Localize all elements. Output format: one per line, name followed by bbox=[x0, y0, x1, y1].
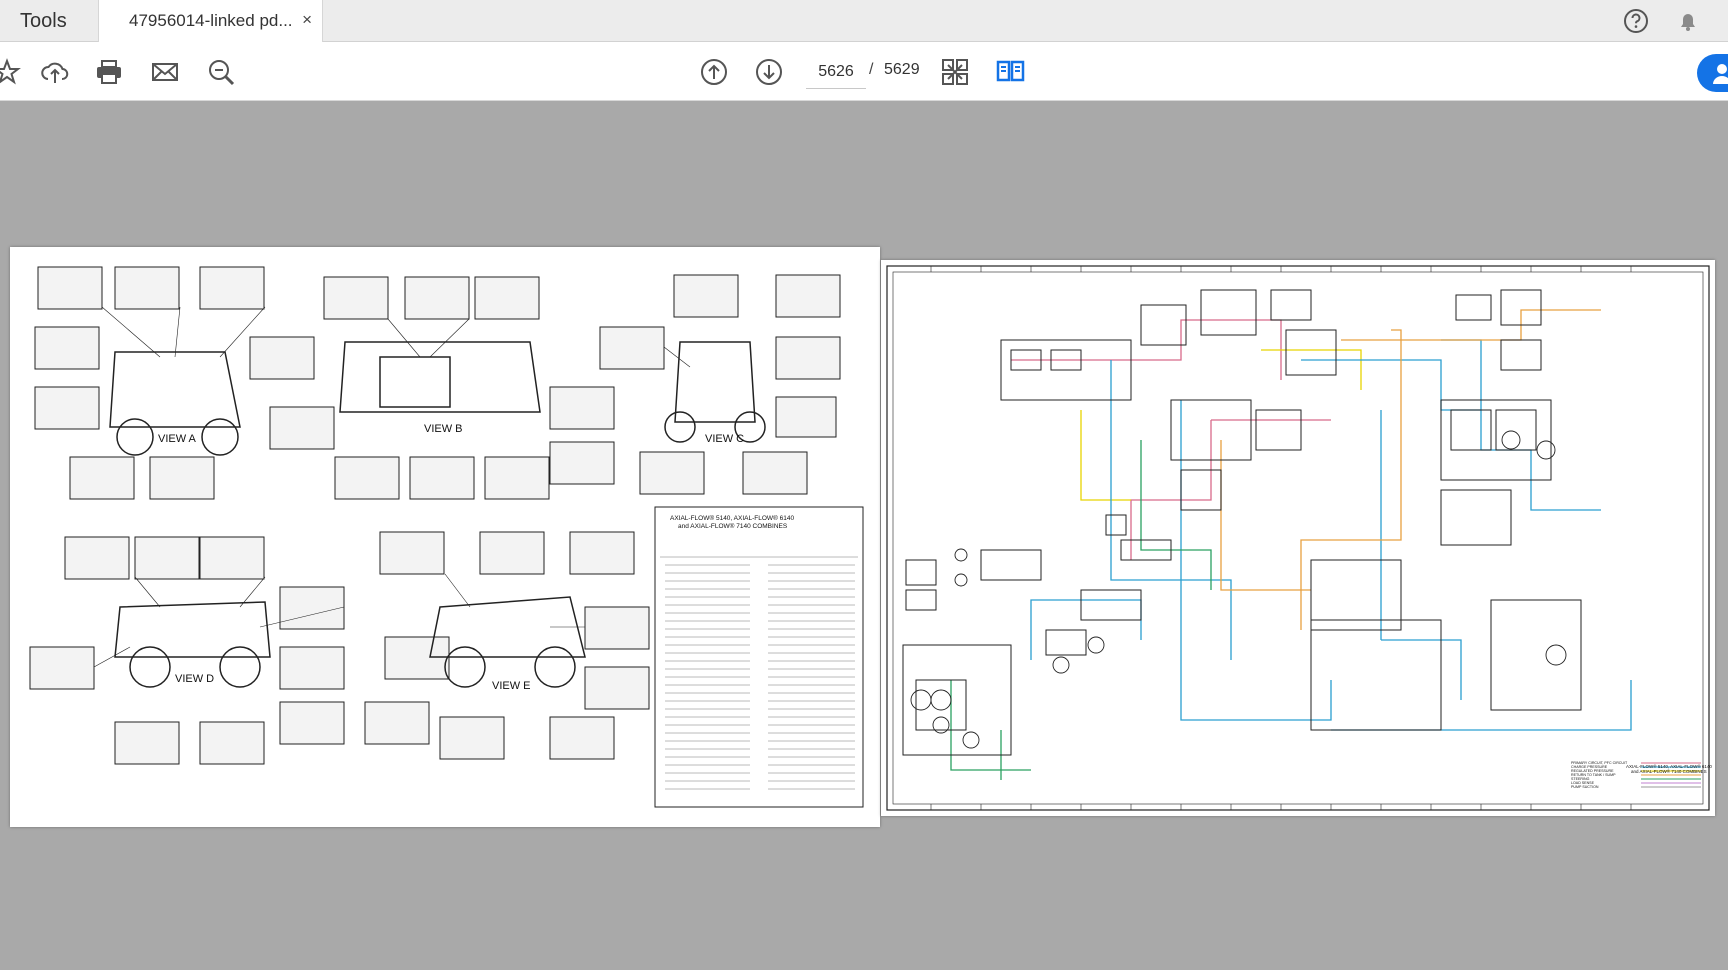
zoom-search-icon[interactable] bbox=[206, 57, 236, 87]
component-legend-table bbox=[654, 506, 864, 808]
document-viewer[interactable]: VIEW A VIEW B VIEW C VIEW D VIEW E AXIAL… bbox=[0, 101, 1728, 970]
help-icon[interactable] bbox=[1622, 7, 1650, 40]
upload-cloud-icon[interactable] bbox=[40, 57, 70, 87]
tab-tools[interactable]: Tools bbox=[0, 0, 97, 42]
component-locator-drawing: VIEW A VIEW B VIEW C VIEW D VIEW E AXIAL… bbox=[29, 266, 864, 808]
circuit-legend-charge: CHARGE PRESSURE bbox=[1571, 765, 1608, 769]
legend-subtitle: and AXIAL-FLOW® 7140 COMBINES bbox=[678, 522, 788, 530]
legend-title: AXIAL-FLOW® 5140, AXIAL-FLOW® 6140 bbox=[670, 514, 794, 522]
circuit-legend-return: RETURN TO TANK / SUMP bbox=[1571, 773, 1616, 777]
view-d-label: VIEW D bbox=[175, 673, 214, 685]
print-icon[interactable] bbox=[94, 57, 124, 87]
page-up-icon[interactable] bbox=[699, 57, 729, 87]
page-total: 5629 bbox=[884, 61, 920, 78]
share-button[interactable] bbox=[1697, 54, 1728, 92]
mail-icon[interactable] bbox=[150, 57, 180, 87]
schematic-title-line-2: and AXIAL-FLOW® 7140 COMBINES bbox=[1631, 768, 1707, 774]
tab-document[interactable]: 47956014-linked pd... × bbox=[98, 0, 323, 42]
pdf-page-hydraulic-schematic: PRIMARY CIRCUIT, PFC CIRCUIT CHARGE PRES… bbox=[881, 260, 1715, 816]
page-number-input[interactable] bbox=[806, 56, 866, 89]
view-c-label: VIEW C bbox=[705, 433, 744, 445]
fit-page-icon[interactable] bbox=[940, 57, 970, 87]
tab-bar: Tools 47956014-linked pd... × bbox=[0, 0, 1728, 42]
view-e-label: VIEW E bbox=[492, 680, 531, 692]
schematic-title-line-1: AXIAL-FLOW® 5140, AXIAL-FLOW® 6140 bbox=[1626, 763, 1712, 769]
hydraulic-schematic-drawing: PRIMARY CIRCUIT, PFC CIRCUIT CHARGE PRES… bbox=[886, 265, 1712, 811]
circuit-legend-steering: STEERING bbox=[1571, 777, 1590, 781]
page-down-icon[interactable] bbox=[754, 57, 784, 87]
notifications-bell-icon[interactable] bbox=[1674, 7, 1702, 40]
close-tab-icon[interactable]: × bbox=[302, 10, 312, 29]
circuit-legend-primary: PRIMARY CIRCUIT, PFC CIRCUIT bbox=[1571, 761, 1628, 765]
two-page-view-icon[interactable] bbox=[995, 57, 1025, 87]
tab-document-title: 47956014-linked pd... bbox=[129, 11, 293, 30]
circuit-legend-pump-suction: PUMP SUCTION bbox=[1571, 785, 1599, 789]
toolbar: / 5629 bbox=[0, 42, 1728, 101]
tab-tools-label: Tools bbox=[20, 9, 67, 32]
circuit-legend-load-sense: LOAD SENSE bbox=[1571, 781, 1595, 785]
circuit-legend: PRIMARY CIRCUIT, PFC CIRCUIT CHARGE PRES… bbox=[1571, 761, 1701, 789]
view-a-label: VIEW A bbox=[158, 433, 197, 445]
view-b-label: VIEW B bbox=[424, 423, 463, 435]
circuit-legend-regulated: REGULATED PRESSURE bbox=[1571, 769, 1614, 773]
page-separator: / bbox=[869, 61, 874, 78]
bookmark-star-icon[interactable] bbox=[0, 57, 22, 87]
pdf-page-component-locator: VIEW A VIEW B VIEW C VIEW D VIEW E AXIAL… bbox=[10, 247, 880, 827]
